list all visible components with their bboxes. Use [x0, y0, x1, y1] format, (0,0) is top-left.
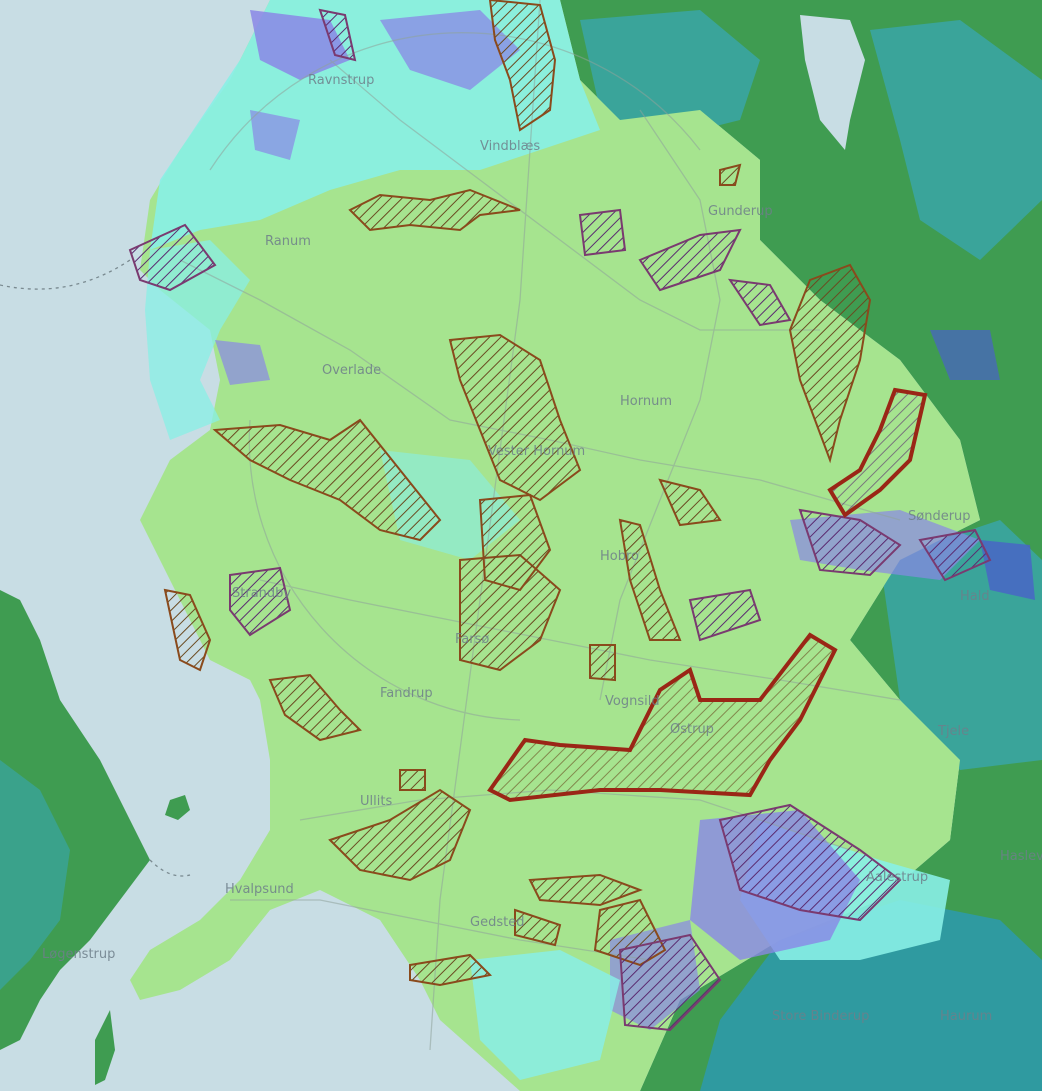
- hatch-zone-center-5: [658, 478, 722, 527]
- label-tjele: Tjele: [937, 724, 969, 739]
- label-ranum: Ranum: [265, 234, 311, 249]
- purple-north-4: [250, 110, 300, 160]
- hatch-zone-west-3: [268, 673, 362, 742]
- hatch-zone-east-mid: [688, 588, 762, 642]
- ferry-route-north: [0, 259, 131, 290]
- hatch-zone-center-6: [589, 644, 616, 682]
- east-blue-patch-2: [930, 330, 1000, 380]
- east-teal-4: [870, 20, 1042, 260]
- label-ostrup: Østrup: [670, 722, 714, 737]
- hatch-zone-ne-3: [727, 278, 792, 327]
- hatch-zone-southwest-1: [328, 788, 472, 882]
- label-hornum: Hornum: [620, 394, 672, 409]
- hatch-zone-south-1: [528, 873, 643, 907]
- west-land-teal: [0, 760, 70, 990]
- label-haurum: Haurum: [940, 1009, 992, 1024]
- hatch-zone-north-1: [348, 188, 521, 232]
- label-strandby: Strandby: [232, 586, 291, 601]
- hatch-zone-west-1: [163, 588, 212, 672]
- label-gedsted: Gedsted: [470, 915, 524, 930]
- hatch-zone-south-4: [409, 953, 493, 987]
- label-sonderup: Sønderup: [908, 509, 971, 524]
- hatch-zone-north-2: [488, 0, 557, 132]
- hatch-zone-ne-4: [719, 163, 742, 186]
- label-overlade: Overlade: [322, 363, 381, 378]
- label-hobro: Hobro: [600, 549, 639, 564]
- label-fandrup: Fandrup: [380, 686, 433, 701]
- hatch-zone-southeast-purple: [718, 803, 902, 922]
- label-vester-hornum: Vester Hornum: [488, 444, 585, 459]
- hatch-zone-south-purple: [618, 933, 722, 1032]
- hatch-zone-center-4: [478, 493, 552, 592]
- label-farso: Farsø: [455, 632, 489, 647]
- label-hvalpsund: Hvalpsund: [225, 882, 294, 897]
- label-haslev: Haslev: [1000, 849, 1042, 864]
- label-hald: Hald: [960, 589, 990, 604]
- hatch-zone-center-1: [212, 418, 442, 542]
- focus-outline-northeast: [827, 387, 928, 518]
- label-aalestrup: Aalestrup: [866, 870, 928, 885]
- east-teal-1: [580, 10, 760, 140]
- label-gunderup: Gunderup: [708, 204, 773, 219]
- purple-north-3: [215, 340, 270, 385]
- label-store-binderup: Store Binderup: [772, 1009, 869, 1024]
- hatch-zone-ne-1: [638, 228, 742, 292]
- hatch-zone-center-2: [448, 333, 582, 502]
- cyan-south: [470, 950, 620, 1080]
- purple-north-2: [380, 10, 520, 90]
- hatch-zone-south-2: [514, 908, 562, 947]
- east-land-mass: [560, 0, 1042, 1091]
- label-ullits: Ullits: [360, 794, 392, 809]
- east-blue-patch: [980, 540, 1035, 600]
- hatch-zone-ne-2: [788, 263, 872, 464]
- hatch-zone-north-3: [128, 223, 217, 292]
- hatch-zone-north-4: [318, 8, 357, 62]
- focus-outline-south: [487, 632, 838, 803]
- hatch-zone-southwest-2: [399, 769, 426, 791]
- hatch-zone-east-purple: [798, 508, 902, 577]
- label-vognsild: Vognsild: [605, 694, 660, 709]
- focus-outlines: [487, 387, 928, 803]
- hatch-zone-ne-5: [578, 208, 627, 257]
- hatch-zone-center-7: [618, 518, 682, 641]
- label-vindblaes: Vindblæs: [480, 139, 540, 154]
- hatch-zone-west-2: [229, 566, 292, 637]
- place-labels: Ravnstrup Vindblæs Ranum Gunderup Overla…: [42, 73, 1042, 1024]
- hatched-zones: [128, 0, 992, 1032]
- islet-2: [95, 1010, 115, 1085]
- label-ravnstrup: Ravnstrup: [308, 73, 374, 88]
- label-logenstrup: Løgenstrup: [42, 947, 115, 962]
- hatch-zone-east-purple-2: [918, 528, 992, 582]
- islet-1: [165, 795, 190, 820]
- north-lake: [800, 15, 865, 150]
